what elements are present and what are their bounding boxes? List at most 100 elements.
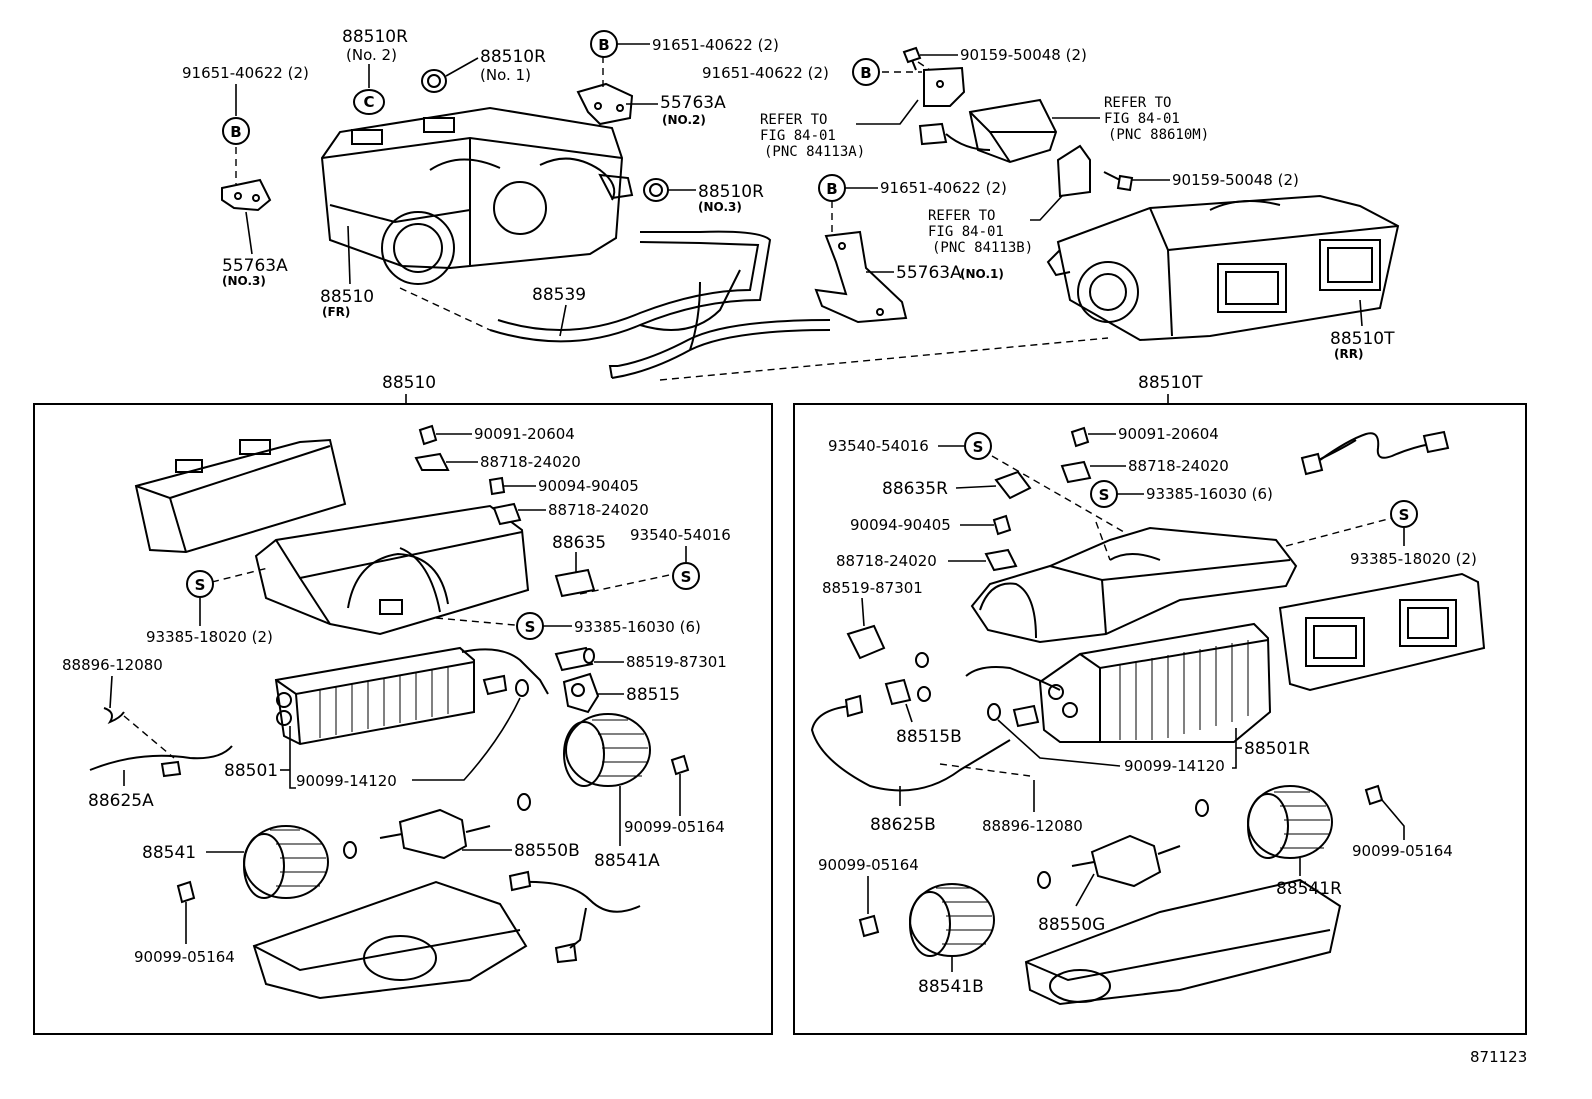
label-55763a-no1-sub: (NO.1): [960, 267, 1004, 281]
label-88539: 88539: [532, 285, 586, 305]
label-91651-tr: 91651-40622 (2): [702, 64, 829, 82]
rear-heater-unit-illustration: [1046, 194, 1400, 342]
symbol-s-l2: S: [195, 576, 206, 594]
label-r-88718-b: 88718-24020: [836, 552, 937, 570]
symbol-b-bracket: B: [826, 180, 837, 198]
rear-screw-90094-illustration: [992, 514, 1012, 536]
upper-case-illustration: [254, 504, 530, 636]
rear-connection-dashline: [659, 337, 1109, 381]
rear-washer-right-illustration: [1195, 799, 1209, 817]
label-refer1-a: REFER TO: [760, 112, 827, 128]
rear-valve-88515b-illustration: [884, 678, 912, 706]
thermistor-88625a-illustration: [89, 745, 233, 771]
label-l-88541: 88541: [142, 843, 196, 863]
top-assembly: C: [182, 27, 1400, 381]
blower-fan-88541-illustration: [243, 825, 329, 899]
label-55763a-no1: 55763A: [896, 263, 962, 283]
label-88510-fr: 88510: [320, 287, 374, 307]
nut-90099-r-illustration: [670, 754, 690, 776]
module-bracket-illustration: [923, 66, 966, 107]
rear-washer-left-illustration: [1037, 871, 1051, 889]
evaporator-88501-illustration: [274, 646, 549, 746]
rear-blower-fan-88541r-illustration: [1247, 785, 1333, 859]
label-l-88625a: 88625A: [88, 791, 154, 811]
label-88510r-no1-sub: (No. 1): [480, 66, 531, 84]
wire-harness-illustration: [519, 880, 641, 913]
label-r-90094: 90094-90405: [850, 516, 951, 534]
grommet-no2-illustration: C: [353, 89, 385, 115]
label-r-88541r: 88541R: [1276, 879, 1342, 899]
label-88510t-rr: 88510T: [1330, 329, 1395, 349]
label-l-93540: 93540-54016: [630, 526, 731, 544]
front-unit-exploded-view: 88510: [33, 373, 773, 1035]
label-refer2-c: (PNC 88610M): [1108, 127, 1209, 143]
rear-o-ring-illustration: [987, 703, 1001, 721]
rear-resistor-88635r-illustration: [994, 470, 1032, 500]
label-refer2-a: REFER TO: [1104, 95, 1171, 111]
grommet-no1-illustration: [421, 69, 447, 93]
washer-right-illustration: [517, 793, 531, 811]
label-l-88635: 88635: [552, 533, 606, 553]
label-r-93540: 93540-54016: [828, 437, 929, 455]
label-refer2-b: FIG 84-01: [1104, 111, 1180, 127]
front-connection-dashline: [399, 287, 491, 331]
duct-88539-illustration: [489, 230, 831, 379]
symbol-s-r2: S: [1099, 486, 1110, 504]
sensor-88519-illustration: [554, 646, 595, 672]
rear-nut-90099-l-illustration: [858, 914, 880, 938]
label-90159-top: 90159-50048 (2): [960, 46, 1087, 64]
rear-exploded-title: 88510T: [1138, 373, 1203, 393]
symbol-s-l1: S: [681, 568, 692, 586]
clip-88718-b-illustration: [492, 502, 522, 526]
label-l-88519: 88519-87301: [626, 653, 727, 671]
figure-id: 871123: [1470, 1048, 1527, 1066]
label-refer1-c: (PNC 84113A): [764, 144, 865, 160]
screw-90159-top-illustration: [902, 46, 922, 71]
label-refer3-c: (PNC 84113B): [932, 240, 1033, 256]
label-r-90099-14120: 90099-14120: [1124, 757, 1225, 775]
label-refer3-a: REFER TO: [928, 208, 995, 224]
front-exploded-frame: [33, 403, 773, 1035]
label-r-88635r: 88635R: [882, 479, 948, 499]
symbol-s-r3: S: [1399, 506, 1410, 524]
symbol-s-r1: S: [973, 438, 984, 456]
label-88510r-no1: 88510R: [480, 47, 546, 67]
label-l-90099-05164-r: 90099-05164: [624, 818, 725, 836]
label-l-90099-14120: 90099-14120: [296, 772, 397, 790]
blower-motor-88550b-illustration: [379, 808, 491, 860]
label-l-88718-a: 88718-24020: [480, 453, 581, 471]
rear-blower-motor-88550g-illustration: [1071, 834, 1181, 888]
label-88510-fr-sub: (FR): [322, 305, 350, 319]
evaporator-88501r-illustration: [965, 622, 1272, 743]
label-r-88519: 88519-87301: [822, 579, 923, 597]
rear-unit-exploded-view: 88510T: [793, 373, 1527, 1035]
label-l-88718-b: 88718-24020: [548, 501, 649, 519]
symbol-b-tr: B: [860, 64, 871, 82]
o-ring-illustration: [515, 679, 529, 697]
label-55763a-no2-sub: (NO.2): [662, 113, 706, 127]
label-r-90099-05164-l: 90099-05164: [818, 856, 919, 874]
label-88510t-rr-sub: (RR): [1334, 347, 1363, 361]
label-l-88541a: 88541A: [594, 851, 660, 871]
label-l-88501: 88501: [224, 761, 278, 781]
label-r-90091: 90091-20604: [1118, 425, 1219, 443]
grommet-c-symbol: C: [363, 93, 374, 111]
rear-screw-90091-illustration: [1070, 426, 1090, 448]
label-91651-mid: 91651-40622 (2): [652, 36, 779, 54]
label-l-93385-a: 93385-18020 (2): [146, 628, 273, 646]
rear-sensor-88519-illustration: [846, 624, 886, 660]
label-90159-mid: 90159-50048 (2): [1172, 171, 1299, 189]
symbol-b-mid: B: [598, 36, 609, 54]
label-r-88541b: 88541B: [918, 977, 984, 997]
bracket-no1-illustration: [814, 230, 908, 324]
front-heater-unit-illustration: [320, 106, 634, 285]
label-l-90099-05164-l: 90099-05164: [134, 948, 235, 966]
amplifier-module-illustration: [918, 98, 1058, 164]
label-r-93385-16030: 93385-16030 (6): [1146, 485, 1273, 503]
screw-90091-illustration: [418, 424, 438, 446]
label-88510r-no2: 88510R: [342, 27, 408, 47]
resistor-88635-illustration: [554, 568, 596, 598]
rear-clip-88718-b-illustration: [984, 548, 1018, 572]
blower-fan-88541a-illustration: [563, 713, 651, 787]
